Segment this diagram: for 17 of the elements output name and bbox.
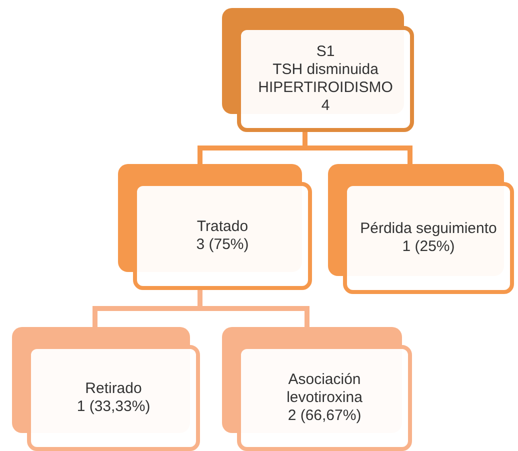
node-text: HIPERTIROIDISMO xyxy=(258,79,393,97)
node-text: Retirado xyxy=(85,380,142,398)
node-text: 1 (33,33%) xyxy=(76,398,150,416)
stacked-card xyxy=(222,8,414,132)
node-text: TSH disminuida xyxy=(272,61,378,79)
node-text: 3 (75%) xyxy=(196,236,249,254)
node-text: Pérdida seguimiento xyxy=(360,220,497,238)
node-text: S1 xyxy=(316,43,335,61)
node-text: Asociación levotiroxina xyxy=(286,371,364,407)
node-text: 2 (66,67%) xyxy=(288,407,362,425)
node-text: 1 (25%) xyxy=(402,238,455,256)
stacked-card xyxy=(222,327,412,451)
node-text: Tratado xyxy=(196,218,248,236)
stacked-card xyxy=(12,327,200,451)
node-text: 4 xyxy=(321,97,330,115)
stacked-card xyxy=(118,164,312,290)
stacked-card xyxy=(328,164,514,294)
